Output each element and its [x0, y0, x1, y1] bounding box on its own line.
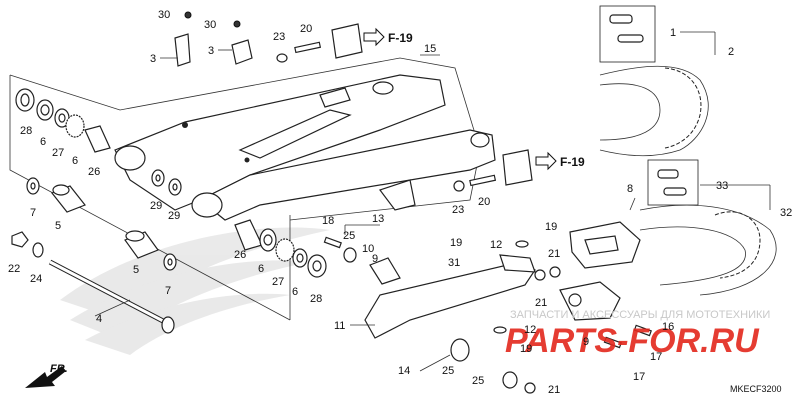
label-part-18[interactable]: 18 — [322, 215, 334, 227]
label-part-30b[interactable]: 30 — [204, 19, 216, 31]
label-part-13[interactable]: 13 — [372, 213, 384, 225]
swingarm[interactable] — [114, 74, 496, 221]
leader-lines — [94, 31, 771, 372]
label-part-21a[interactable]: 21 — [548, 248, 560, 260]
label-part-21c[interactable]: 21 — [548, 384, 560, 396]
chain-adjusters — [331, 23, 533, 186]
label-part-16[interactable]: 16 — [662, 321, 674, 333]
right-bearing-stack[interactable] — [234, 219, 327, 278]
label-part-11[interactable]: 11 — [334, 320, 345, 332]
front-marker: FR. — [50, 363, 68, 375]
label-part-25c[interactable]: 25 — [472, 375, 484, 387]
label-part-22[interactable]: 22 — [8, 263, 20, 275]
collar-left-upper[interactable] — [51, 184, 86, 213]
label-part-14[interactable]: 14 — [398, 365, 410, 377]
label-part-21b[interactable]: 21 — [535, 297, 547, 309]
label-part-28b[interactable]: 28 — [310, 293, 322, 305]
label-part-7a[interactable]: 7 — [30, 207, 36, 219]
watermark-line: ЗАПЧАСТИ И АКСЕССУАРЫ ДЛЯ МОТОТЕХНИКИ — [510, 309, 770, 321]
label-part-6c[interactable]: 6 — [258, 263, 264, 275]
drive-chain-alt[interactable] — [639, 204, 777, 296]
label-part-29b[interactable]: 29 — [168, 210, 180, 222]
label-part-19b[interactable]: 19 — [545, 221, 557, 233]
label-part-3a[interactable]: 3 — [150, 53, 156, 65]
chain-guide[interactable] — [559, 221, 641, 321]
chain-slider[interactable] — [364, 254, 536, 339]
label-part-17a[interactable]: 17 — [650, 351, 662, 363]
honda-wing-watermark — [60, 227, 330, 355]
ref-f19-mid[interactable]: F-19 — [560, 155, 585, 169]
label-part-26b[interactable]: 26 — [234, 249, 246, 261]
pivot-bolt[interactable] — [48, 259, 175, 334]
assembly-outline — [9, 57, 481, 321]
label-part-15[interactable]: 15 — [424, 43, 436, 55]
ref-arrow-top-icon — [363, 27, 385, 47]
label-part-7b[interactable]: 7 — [165, 285, 171, 297]
label-part-24[interactable]: 24 — [30, 273, 42, 285]
label-part-2[interactable]: 2 — [728, 46, 734, 58]
label-part-30a[interactable]: 30 — [158, 9, 170, 21]
diagram-code: MKECF3200 — [730, 384, 782, 394]
part-labels: 30 30 23 20 3 3 15 1 2 28 6 27 6 26 7 5 … — [8, 9, 792, 396]
label-part-28a[interactable]: 28 — [20, 125, 32, 137]
label-part-17b[interactable]: 17 — [633, 371, 645, 383]
label-part-32[interactable]: 32 — [780, 207, 792, 219]
label-part-1[interactable]: 1 — [670, 27, 676, 39]
label-part-3b[interactable]: 3 — [208, 45, 214, 57]
watermark-brand: PARTS-FOR.RU — [505, 322, 760, 360]
label-part-12b[interactable]: 12 — [524, 324, 536, 336]
ref-f19-top[interactable]: F-19 — [388, 31, 413, 45]
left-bearing-stack[interactable] — [15, 88, 111, 153]
label-part-33[interactable]: 33 — [716, 180, 728, 192]
label-part-8[interactable]: 8 — [627, 183, 633, 195]
master-link-kits — [599, 5, 699, 206]
label-part-27b[interactable]: 27 — [272, 276, 284, 288]
label-part-27a[interactable]: 27 — [52, 147, 64, 159]
label-part-9-guide[interactable]: 9 — [583, 336, 589, 348]
drive-chain-main[interactable] — [599, 65, 709, 157]
label-part-9[interactable]: 9 — [372, 253, 378, 265]
label-part-25a[interactable]: 25 — [343, 230, 355, 242]
label-part-23a[interactable]: 23 — [273, 31, 285, 43]
label-part-23b[interactable]: 23 — [452, 204, 464, 216]
label-part-19a[interactable]: 19 — [450, 237, 462, 249]
label-part-20b[interactable]: 20 — [478, 196, 490, 208]
label-part-5b[interactable]: 5 — [133, 264, 139, 276]
label-part-31[interactable]: 31 — [448, 257, 460, 269]
label-part-19c[interactable]: 19 — [520, 343, 532, 355]
small-hardware — [11, 41, 652, 394]
label-part-26a[interactable]: 26 — [88, 166, 100, 178]
label-part-20a[interactable]: 20 — [300, 23, 312, 35]
collar-left-lower[interactable] — [124, 230, 159, 259]
chain-brackets[interactable] — [174, 11, 253, 67]
label-part-6a[interactable]: 6 — [40, 136, 46, 148]
label-part-25b[interactable]: 25 — [442, 365, 454, 377]
ref-arrow-mid-icon — [535, 151, 557, 171]
label-part-12a[interactable]: 12 — [490, 239, 502, 251]
label-part-6b[interactable]: 6 — [72, 155, 78, 167]
label-part-5a[interactable]: 5 — [55, 220, 61, 232]
label-part-29a[interactable]: 29 — [150, 200, 162, 212]
label-part-6d[interactable]: 6 — [292, 286, 298, 298]
label-part-10[interactable]: 10 — [362, 243, 374, 255]
label-part-4[interactable]: 4 — [96, 313, 102, 325]
front-arrow-icon — [25, 366, 66, 388]
